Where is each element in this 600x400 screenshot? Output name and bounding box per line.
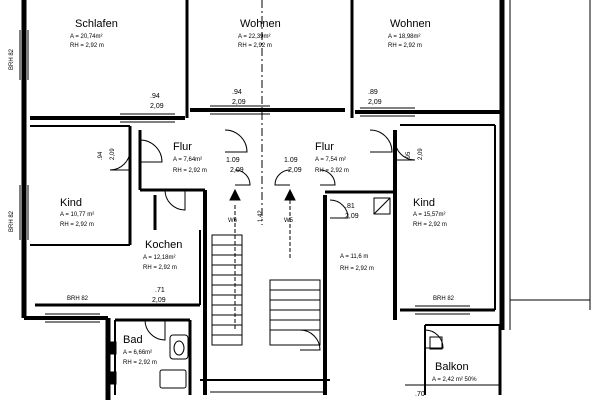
svg-text:2,09: 2,09 <box>288 167 302 174</box>
svg-text:BRH 82: BRH 82 <box>67 296 89 302</box>
room-area: A = 18,98m² <box>388 34 421 40</box>
room-height: RH = 2,92 m <box>388 43 422 49</box>
stairs <box>211 188 321 346</box>
svg-text:2,09: 2,09 <box>150 103 164 110</box>
room-area: A = 11,6 m <box>340 254 368 260</box>
room-area: A = 12,18m² <box>143 255 176 261</box>
svg-text:2,09: 2,09 <box>418 148 424 160</box>
room-bad: Bad A = 6,66m² RH = 2,92 m <box>123 334 157 366</box>
room-area: A = 22,39m² <box>238 34 271 40</box>
windows <box>19 30 470 323</box>
svg-text:.70: .70 <box>415 391 425 398</box>
room-wohnen-left: Wohnen A = 22,39m² RH = 2,92 m <box>238 18 281 49</box>
walls <box>21 0 591 400</box>
room-area: A = 20,74m² <box>70 34 103 40</box>
shaft <box>373 197 391 215</box>
room-schlafen: Schlafen A = 20,74m² RH = 2,92 m <box>70 18 118 49</box>
svg-text:BRH 82: BRH 82 <box>433 296 455 302</box>
svg-text:BRH 82: BRH 82 <box>9 48 15 70</box>
room-kochen: Kochen A = 12,18m² RH = 2,92 m <box>143 239 182 271</box>
svg-text:.89: .89 <box>368 89 378 96</box>
room-area: A = 10,77 m² <box>60 212 94 218</box>
room-height: RH = 2,92 m <box>123 360 157 366</box>
room-kind-right: Kind A = 15,57m² RH = 2,92 m <box>413 197 447 228</box>
room-name: Kochen <box>145 239 182 251</box>
svg-text:.94: .94 <box>150 93 160 100</box>
room-height: RH = 2,92 m <box>413 222 447 228</box>
svg-text:2,09: 2,09 <box>152 297 166 304</box>
svg-text:.71: .71 <box>155 287 165 294</box>
svg-text:2,09: 2,09 <box>368 99 382 106</box>
svg-text:W6: W6 <box>228 218 238 224</box>
room-area: A = 6,66m² <box>123 350 152 356</box>
room-height: RH = 2,92 m <box>60 222 94 228</box>
room-name: Bad <box>123 334 143 346</box>
room-height: RH = 2,92 m <box>340 266 374 272</box>
room-height: RH = 2,92 m <box>173 168 207 174</box>
room-name: Schlafen <box>75 18 118 30</box>
svg-text:.81: .81 <box>345 203 355 210</box>
room-name: Flur <box>173 141 192 153</box>
svg-text:2,09: 2,09 <box>345 213 359 220</box>
svg-text:2,09: 2,09 <box>110 148 116 160</box>
bath-fixtures <box>109 334 189 389</box>
svg-text:1.09: 1.09 <box>226 157 240 164</box>
room-area: A = 7,64m² <box>173 157 202 163</box>
room-name: Kind <box>60 197 82 209</box>
room-stair: A = 11,6 m RH = 2,92 m <box>340 254 374 272</box>
chimney <box>429 336 443 350</box>
svg-text:.94: .94 <box>98 151 104 160</box>
room-name: Balkon <box>435 361 469 373</box>
room-name: Kind <box>413 197 435 209</box>
svg-text:1.09: 1.09 <box>284 157 298 164</box>
room-area: A = 15,57m² <box>413 212 446 218</box>
room-height: RH = 2,92 m <box>70 43 104 49</box>
svg-text:2,09: 2,09 <box>232 99 246 106</box>
room-flur-left: Flur A = 7,64m² RH = 2,92 m <box>173 141 207 174</box>
room-name: Wohnen <box>240 18 281 30</box>
room-area: A = 7,54 m² <box>315 157 346 163</box>
room-height: RH = 2,92 m <box>315 168 349 174</box>
room-name: Wohnen <box>390 18 431 30</box>
dimensions: .94 2,09 .94 2,09 .89 2,09 1.09 2,09 1.0… <box>98 89 425 398</box>
room-balkon: Balkon A = 2,42 m² 50% <box>432 361 477 383</box>
svg-text:W5: W5 <box>284 218 294 224</box>
room-kind-left: Kind A = 10,77 m² RH = 2,92 m <box>60 197 94 228</box>
room-name: Flur <box>315 141 334 153</box>
room-height: RH = 2,92 m <box>238 43 272 49</box>
room-height: RH = 2,92 m <box>143 265 177 271</box>
svg-text:2,09: 2,09 <box>230 167 244 174</box>
svg-text:1,42: 1,42 <box>258 210 264 222</box>
misc-labels: BRH 82 BRH 82 BRH 82 BRH 82 W6 W5 <box>9 48 455 302</box>
room-wohnen-right: Wohnen A = 18,98m² RH = 2,92 m <box>388 18 431 49</box>
svg-text:BRH 82: BRH 82 <box>9 210 15 232</box>
svg-text:.95: .95 <box>406 151 412 160</box>
room-area: A = 2,42 m² 50% <box>432 377 477 383</box>
svg-text:.94: .94 <box>232 89 242 96</box>
room-flur-right: Flur A = 7,54 m² RH = 2,92 m <box>315 141 349 174</box>
